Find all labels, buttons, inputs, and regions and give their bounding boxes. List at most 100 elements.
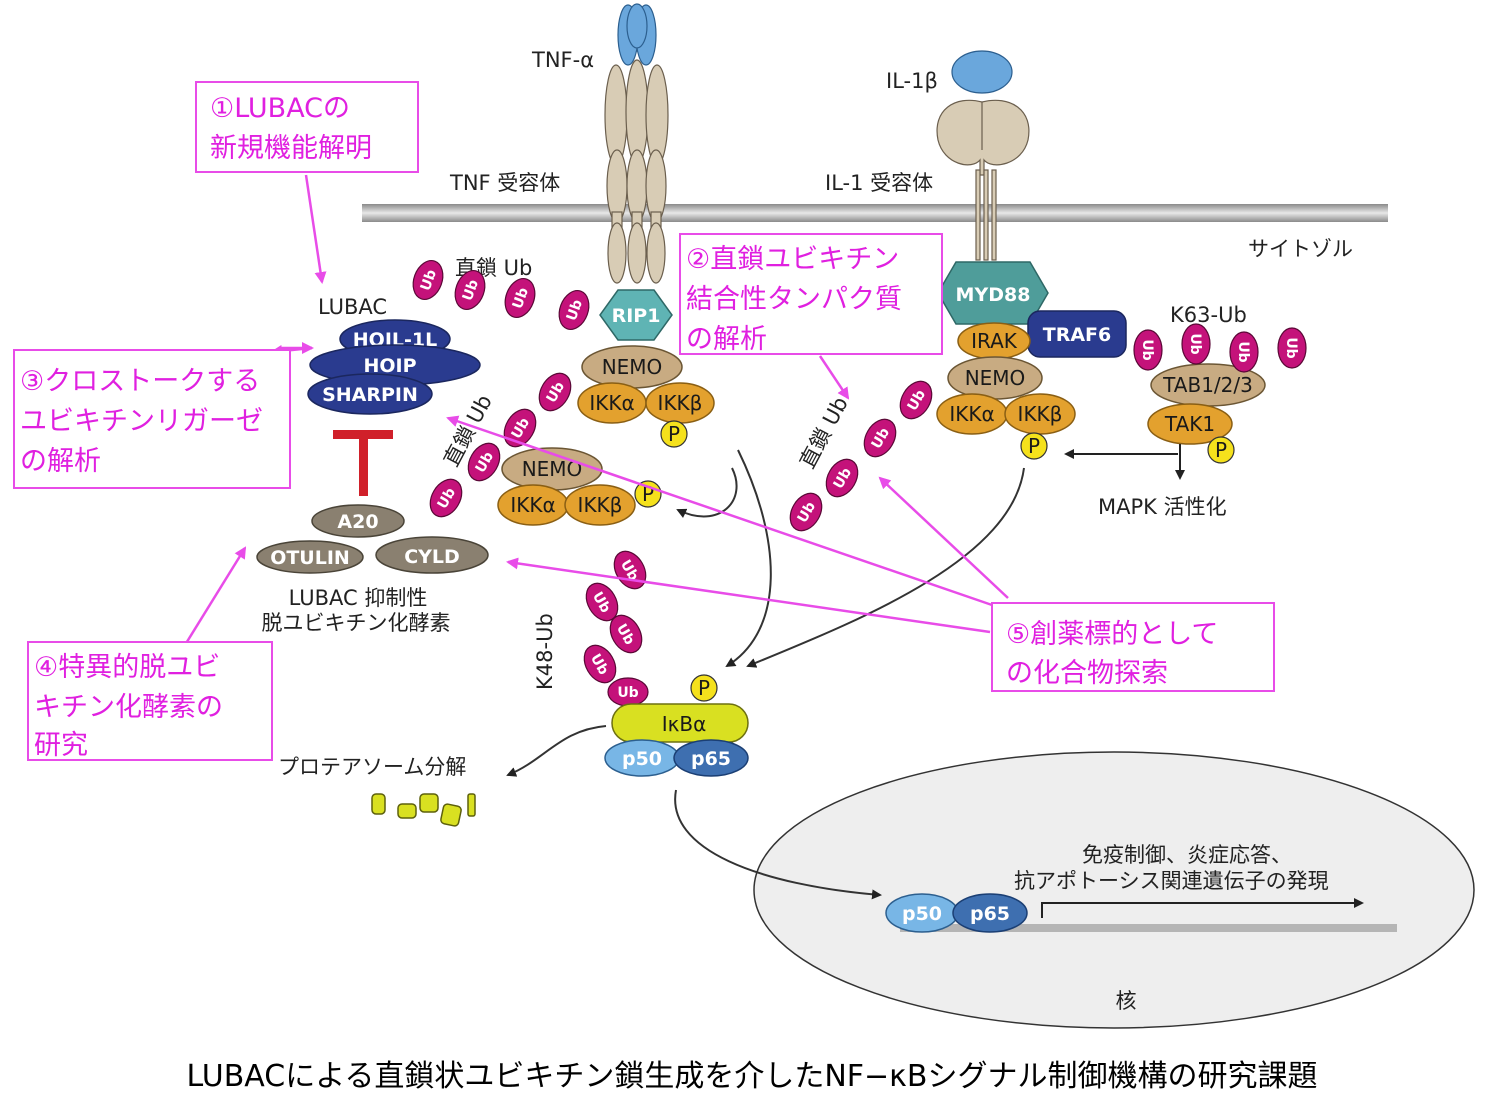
ubiquitin-left-linear-1: Ub [429,478,463,518]
phospho-ikk-top: P [660,420,688,448]
lubac-label: LUBAC [318,295,387,319]
otulin-label: OTULIN [270,547,350,569]
ikka-middle-label: IKKα [510,493,555,517]
svg-text:の解析: の解析 [20,446,101,477]
svg-text:Ub: Ub [1139,339,1155,360]
ubiquitin-right-linear-4: Ub [899,380,933,420]
svg-text:P: P [1028,434,1040,458]
svg-text:P: P [668,422,680,446]
research-topic-5: ⑤創薬標的として の化合物探索 [991,602,1275,692]
phospho-ikba: P [690,674,718,702]
svg-text:結合性タンパク質: 結合性タンパク質 [686,284,902,315]
transcription-arrow [1041,898,1364,918]
svg-text:の解析: の解析 [686,324,767,355]
degraded-peptides [371,793,476,827]
a20 [311,504,405,538]
ubiquitin-right-linear-3: Ub [863,418,897,458]
tnf-receptor-label: TNF 受容体 [449,171,560,195]
rip1 [599,289,673,341]
ubiquitin-top-linear-3: Ub [504,278,536,318]
mapk-label: MAPK 活性化 [1098,495,1227,519]
ubiquitin-left-linear-2: Ub [467,442,501,482]
research-topic-1: ①LUBACの 新規機能解明 [195,81,419,173]
traf6-label: TRAF6 [1043,324,1112,346]
dna-strand [900,924,1397,932]
p65-nuclear [952,893,1028,933]
p65-cyto-label: p65 [691,748,731,770]
proteasome-label: プロテアソーム分解 [278,755,466,779]
inhibition-symbol [333,430,393,496]
ubiquitin-top-linear-1: Ub [412,260,444,300]
ubiquitin-k48-4: Ub [583,644,617,684]
irak-label: IRAK [971,329,1018,353]
otulin [256,540,364,574]
svg-text:①LUBACの: ①LUBACの [210,93,350,124]
svg-text:Ub: Ub [1283,337,1299,358]
ikkb-middle [564,484,636,526]
svg-text:Ub: Ub [564,298,586,324]
target-genes-line2: 抗アポトーシス関連遺伝子の発現 [1014,869,1329,893]
lubac-dub-label-line2: 脱ユビキチン化酵素 [262,611,451,635]
il1-receptor-label: IL-1 受容体 [825,171,933,195]
svg-text:③クロストークする: ③クロストークする [20,366,260,397]
ubiquitin-k63-1: Ub [1133,329,1163,371]
svg-text:Ub: Ub [460,278,482,304]
cytosol-label: サイトゾル [1248,237,1353,261]
sharpin [307,373,433,415]
svg-text:Ub: Ub [510,286,532,312]
tab123-label: TAB1/2/3 [1162,373,1253,397]
k63-ub-label: K63-Ub [1170,303,1247,327]
ubiquitin-top-linear-2: Ub [454,270,486,310]
ikkb-right-label: IKKβ [1018,402,1063,426]
ubiquitin-right-linear-2: Ub [825,458,859,498]
sharpin-label: SHARPIN [322,384,418,406]
svg-text:新規機能解明: 新規機能解明 [210,133,372,164]
ikkb-top-label: IKKβ [658,391,703,415]
ikba [611,703,749,743]
p65-cyto [673,739,749,777]
nemo-top-label: NEMO [602,355,663,379]
svg-text:Ub: Ub [418,268,440,294]
ubiquitin-k48-5: Ub [607,677,649,707]
ikkb-middle-label: IKKβ [578,493,623,517]
tnf-alpha-label: TNF-α [531,48,594,72]
phospho-ikk-right: P [1020,432,1048,460]
ubiquitin-k48-2: Ub [585,582,619,622]
il1b-label: IL-1β [886,69,938,93]
k48-ub-label: K48-Ub [533,613,557,690]
signaling-arrows [506,449,1025,900]
ubiquitin-right-linear-1: Ub [789,492,823,532]
ubiquitin-k48-1: Ub [613,550,647,590]
nucleus [753,751,1475,1029]
tnf-receptor [604,59,669,284]
target-genes-line1: 免疫制御、炎症応答、 [1082,843,1292,867]
svg-text:P: P [1215,438,1227,462]
svg-text:Ub: Ub [1235,341,1251,362]
cyld-label: CYLD [404,546,460,568]
tnf-alpha-ligand [617,3,657,66]
ubiquitin-k63-4: Ub [1277,327,1307,369]
ubiquitin-k48-3: Ub [609,614,643,654]
cyld [375,536,489,574]
ubiquitin-k63-3: Ub [1229,331,1259,373]
svg-text:研究: 研究 [34,730,88,761]
svg-text:キチン化酵素の: キチン化酵素の [34,692,223,723]
figure-caption: LUBACによる直鎖状ユビキチン鎖生成を介したNF−κBシグナル制御機構の研究課… [187,1059,1318,1094]
ikba-label: IκBα [662,712,707,736]
phospho-tak1: P [1207,436,1235,464]
research-topic-2: ②直鎖ユビキチン 結合性タンパク質 の解析 [679,233,943,355]
research-topic-arrows [183,174,1009,646]
svg-text:の化合物探索: の化合物探索 [1006,658,1168,689]
lubac-dub-label-line1: LUBAC 抑制性 [289,586,428,610]
ubiquitin-left-linear-4: Ub [538,372,572,412]
plasma-membrane [362,204,1388,222]
svg-text:②直鎖ユビキチン: ②直鎖ユビキチン [686,244,899,275]
ubiquitin-top-linear-4: Ub [558,290,590,330]
svg-text:Ub: Ub [617,685,638,701]
nucleus-label: 核 [1116,989,1137,1013]
il1b-ligand [951,50,1013,94]
ikka-right-label: IKKα [949,402,994,426]
rip1-label: RIP1 [612,305,661,327]
il1-receptor [936,99,1030,261]
